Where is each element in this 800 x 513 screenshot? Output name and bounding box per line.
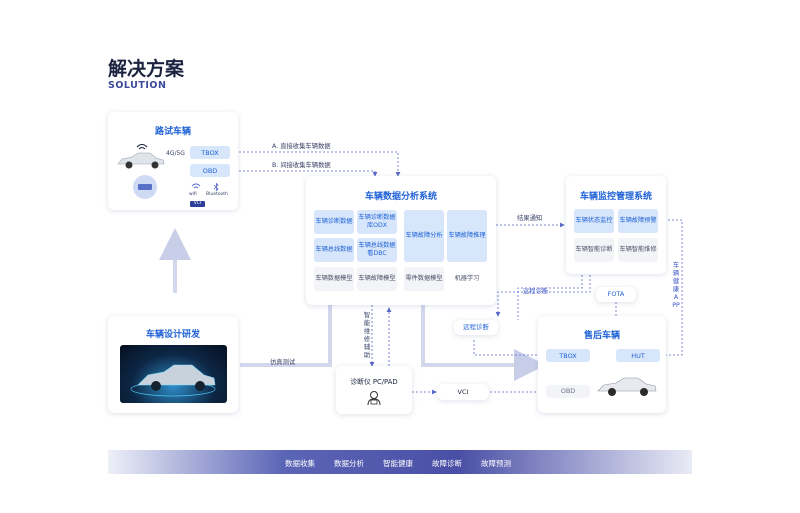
vci-box: VCI	[437, 384, 489, 400]
cell-smart-diag: 车辆智能诊断	[574, 238, 614, 262]
road-vci-badge: VCI	[190, 201, 205, 207]
wifi-icon	[191, 183, 201, 189]
car-icon	[117, 152, 165, 169]
road-test-title: 路试车辆	[154, 127, 191, 137]
page-subtitle: SOLUTION	[108, 80, 167, 91]
cell-diag-odx: 车辆诊断数据库ODX	[357, 210, 397, 234]
monitor-title: 车辆监控管理系统	[579, 192, 652, 202]
aftersale-card: 售后车辆 TBOX HUT OBD	[538, 316, 666, 413]
road-tbox-box: TBOX	[190, 146, 230, 159]
design-title: 车辆设计研发	[145, 330, 200, 340]
analysis-title: 车辆数据分析系统	[364, 192, 437, 202]
road-obd-box: OBD	[190, 164, 230, 177]
cell-machine-learning: 机器学习	[454, 275, 480, 282]
footer-item-prediction: 故障预测	[481, 459, 511, 468]
aftersale-title: 售后车辆	[583, 331, 620, 341]
car-icon	[597, 377, 657, 396]
cell-bus-data: 车辆总线数据	[314, 238, 354, 262]
direct-collect-label: A. 直接收集车辆数据	[272, 143, 331, 150]
monitor-card: 车辆监控管理系统 车辆状态监控 车辆故障预警 车辆智能诊断 车辆智能维修	[566, 176, 666, 274]
fota-box: FOTA	[596, 287, 636, 302]
sim-test-label: 仿真测试	[270, 359, 296, 366]
after-tbox-box: TBOX	[546, 349, 590, 362]
remote-diag-label: 远程诊断	[463, 323, 489, 331]
page-title: 解决方案	[108, 58, 185, 80]
cell-data-model: 车辆数据模型	[314, 267, 354, 291]
result-notify-label: 结果通知	[517, 215, 543, 222]
footer-item-diagnosis: 故障诊断	[432, 459, 462, 468]
footer-item-analysis: 数据分析	[334, 459, 364, 468]
fota-label: FOTA	[607, 290, 625, 298]
footer-banner: 数据收集 数据分析 智能健康 故障诊断 故障预测	[108, 450, 692, 474]
cell-fault-analysis: 车辆故障分析	[404, 210, 444, 262]
vci-label: VCI	[457, 388, 469, 396]
footer-item-health: 智能健康	[383, 459, 413, 468]
after-hut-box: HUT	[616, 349, 660, 362]
remote-diag-box: 远程诊断	[454, 320, 498, 335]
signal-icon	[136, 144, 148, 150]
bluetooth-label: Bluetooth	[206, 192, 228, 197]
cell-bus-dbc: 车辆总线数据看DBC	[357, 238, 397, 262]
bluetooth-icon	[213, 183, 219, 191]
analysis-card: 车辆数据分析系统 车辆诊断数据 车辆诊断数据库ODX 车辆总线数据 车辆总线数据…	[306, 176, 496, 305]
network-label: 4G/5G	[166, 150, 185, 157]
remote-diag-arrow-label: 远程诊断	[523, 288, 549, 295]
cell-status-monitor: 车辆状态监控	[574, 209, 614, 233]
health-app-label: 车辆健康APP	[672, 262, 680, 309]
diag-tool-title: 诊断仪 PC/PAD	[350, 378, 398, 386]
design-card: 车辆设计研发	[108, 316, 238, 413]
cell-part-model: 零件数据模型	[404, 267, 444, 291]
footer-item-collect: 数据收集	[285, 459, 315, 468]
dongle-icon	[133, 175, 157, 199]
cell-smart-repair: 车辆智能维修	[618, 238, 658, 262]
diag-tool-card: 诊断仪 PC/PAD	[336, 366, 412, 414]
after-obd-box: OBD	[546, 385, 590, 398]
cell-fault-reasoning: 车辆故障推理	[447, 210, 487, 262]
technician-icon	[367, 391, 381, 406]
cell-diag-data: 车辆诊断数据	[314, 210, 354, 234]
design-render-image	[120, 345, 227, 403]
indirect-collect-label: B. 间接收集车辆数据	[272, 162, 331, 169]
wifi-label: wifi	[189, 192, 197, 197]
cell-fault-warning: 车辆故障预警	[618, 209, 658, 233]
cell-fault-model: 车辆故障模型	[357, 267, 397, 291]
road-test-card: 路试车辆 4G/5G TBOX OBD wifi Bluetooth VCI	[108, 112, 238, 210]
smart-repair-label: 智能维修辅助	[363, 312, 371, 359]
